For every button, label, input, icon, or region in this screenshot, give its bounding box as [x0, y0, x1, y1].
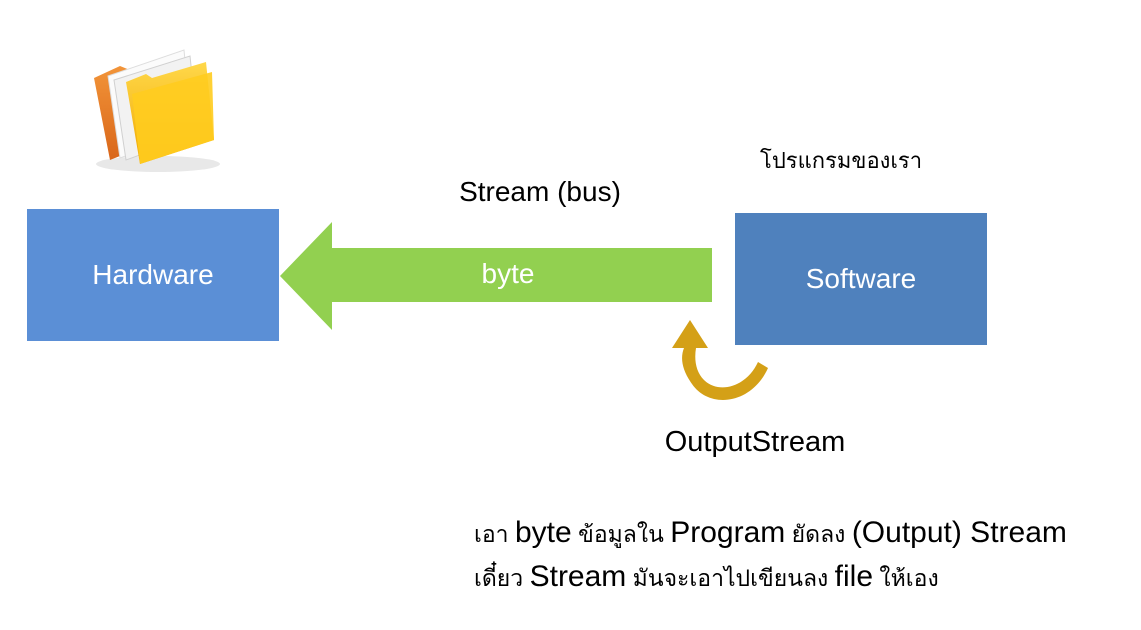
note-text: ให้เอง	[873, 565, 939, 591]
folder-icon	[94, 49, 220, 172]
note-text: ยัดลง	[785, 521, 852, 547]
note-line-1: เอา byte ข้อมูลใน Program ยัดลง (Output)…	[474, 516, 1067, 553]
output-stream-label: OutputStream	[664, 426, 846, 458]
bus-arrow	[280, 222, 712, 330]
curved-arrow-icon	[672, 320, 768, 400]
note-text: เดี๋ยว	[474, 565, 530, 591]
note-keyword: Stream	[529, 560, 627, 593]
hardware-box: Hardware	[27, 209, 279, 341]
note-keyword: (Output) Stream	[851, 516, 1067, 549]
note-text: เอา	[474, 521, 515, 547]
note-text: มันจะเอาไปเขียนลง	[626, 565, 835, 591]
note-keyword: file	[834, 560, 874, 593]
note-keyword: byte	[514, 516, 572, 549]
note-keyword: Program	[670, 516, 786, 549]
byte-label: byte	[481, 258, 535, 289]
software-label: Software	[805, 263, 917, 294]
note-line-2: เดี๋ยว Stream มันจะเอาไปเขียนลง file ให้…	[474, 560, 939, 597]
note-text: ข้อมูลใน	[571, 521, 671, 547]
stream-label: Stream (bus)	[459, 176, 621, 207]
software-box: Software	[735, 213, 987, 345]
program-label: โปรแกรมของเรา	[760, 148, 923, 173]
hardware-label: Hardware	[92, 259, 214, 290]
